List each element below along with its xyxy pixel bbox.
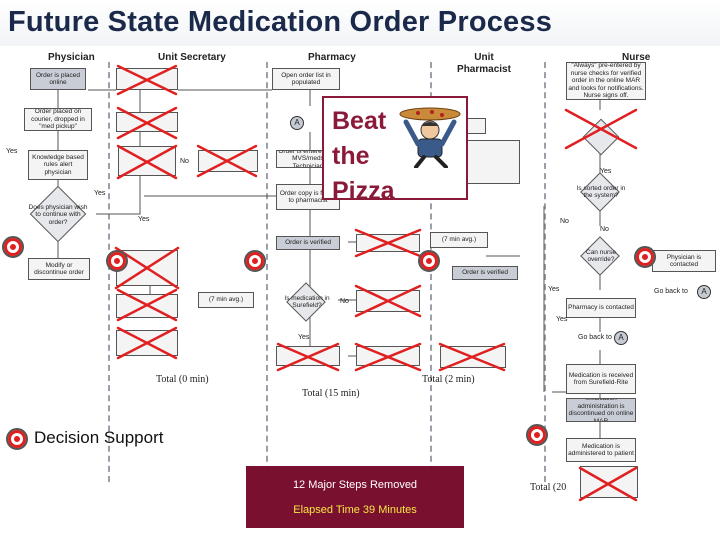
- removed-box: [356, 290, 420, 312]
- removed-box: [116, 294, 178, 318]
- lane-divider: [544, 62, 546, 482]
- lane-header-physician: Physician: [48, 52, 95, 63]
- label-go-back: Go back to: [654, 288, 688, 295]
- node-pharmacy-contacted: Pharmacy is contacted: [566, 298, 636, 318]
- lane-header-unit-pharmacist: Unit Pharmacist: [457, 52, 511, 75]
- label-no: No: [180, 158, 189, 165]
- removed-box: [356, 234, 420, 252]
- removed-box: [580, 466, 638, 498]
- node-medication-received: Medication is received from Surefield-Ri…: [566, 364, 636, 394]
- node-modify-order: Modify or discontinue order: [28, 258, 90, 280]
- label-yes: Yes: [556, 316, 568, 323]
- title-band: [0, 0, 720, 46]
- decision-nurse-override-text: Can nurse override?: [586, 248, 616, 264]
- node-order-placed: Order is placed online: [30, 68, 86, 90]
- connector-a: A: [697, 285, 711, 299]
- decision-support-marker: [244, 250, 266, 272]
- label-yes: Yes: [600, 168, 612, 175]
- lane-divider: [430, 62, 432, 482]
- beat-the-pizza-callout: Beat the Pizza: [322, 96, 468, 205]
- lane-header-unit-secretary: Unit Secretary: [158, 52, 226, 63]
- legend-marker: [6, 428, 28, 450]
- label-no: No: [560, 218, 569, 225]
- lane-divider: [108, 62, 110, 482]
- slide-title: Future State Medication Order Process: [8, 6, 553, 38]
- node-order-placed-courier: Order placed on courier, dropped in "med…: [24, 108, 92, 131]
- removed-box: [356, 346, 420, 366]
- node-knowledge-rules: Knowledge based rules alert physician: [28, 150, 88, 180]
- label-yes: Yes: [6, 148, 18, 155]
- lane-header-pharmacy: Pharmacy: [308, 52, 356, 63]
- node-order-verified-unit: Order is verified: [452, 266, 518, 280]
- summary-box: 12 Major Steps Removed Elapsed Time 39 M…: [246, 466, 464, 528]
- decision-support-marker: [634, 246, 656, 268]
- decision-support-marker: [2, 236, 24, 258]
- callout-line-2: the: [332, 142, 370, 170]
- callout-text: Beat the Pizza: [332, 104, 395, 209]
- removed-box: [198, 150, 258, 172]
- label-no: No: [600, 226, 609, 233]
- decision-support-marker: [106, 250, 128, 272]
- time-badge: (7 min avg.): [430, 232, 488, 248]
- time-badge: (7 min avg.): [198, 292, 254, 308]
- decision-sorted-order-text: Is sorted order in the system?: [576, 184, 626, 200]
- decision-support-marker: [526, 424, 548, 446]
- decision-support-marker: [418, 250, 440, 272]
- connector-a: A: [614, 331, 628, 345]
- pizza-delivery-icon: [399, 107, 461, 168]
- node-med-admin-discontinued: Medication administration is discontinue…: [566, 398, 636, 422]
- total-pharmacy: Total (15 min): [302, 388, 360, 399]
- removed-box: [440, 346, 506, 368]
- connector-a: A: [290, 116, 304, 130]
- removed-box: [276, 346, 340, 366]
- lane-header-nurse: Nurse: [622, 52, 651, 63]
- legend-decision-support: Decision Support: [34, 428, 164, 447]
- removed-diamond: [582, 118, 620, 156]
- removed-box: [116, 330, 178, 356]
- label-yes: Yes: [548, 286, 560, 293]
- total-unit-secretary: Total (0 min): [156, 374, 209, 385]
- label-yes: Yes: [138, 216, 150, 223]
- label-yes: Yes: [298, 334, 310, 341]
- summary-elapsed-time: Elapsed Time 39 Minutes: [293, 503, 417, 516]
- callout-line-1: Beat: [332, 107, 387, 135]
- lane-divider: [266, 62, 268, 482]
- node-medication-administered: Medication is administered to patient: [566, 438, 636, 462]
- total-nurse: Total (20: [530, 482, 567, 493]
- removed-box: [116, 68, 178, 90]
- removed-box: [118, 146, 176, 176]
- total-unit-pharmacist: Total (2 min): [422, 374, 475, 385]
- callout-line-3: Pizza: [332, 177, 395, 205]
- removed-box: [116, 112, 178, 132]
- label-yes: Yes: [94, 190, 106, 197]
- node-nurse-always: "Always" pre-entered by nurse checks for…: [566, 62, 646, 100]
- summary-steps-removed: 12 Major Steps Removed: [292, 478, 418, 491]
- node-order-verified-pharm: Order is verified: [276, 236, 340, 250]
- label-no: No: [340, 298, 349, 305]
- label-go-back: Go back to: [578, 334, 612, 341]
- node-open-order-list: Open order list in populated: [272, 68, 340, 90]
- node-physician-contacted: Physician is contacted: [652, 250, 716, 272]
- decision-medication-surefield-text: Is medication in Surefield?: [284, 294, 330, 310]
- decision-physician-continue-text: Does physician wish to continue with ord…: [28, 203, 88, 226]
